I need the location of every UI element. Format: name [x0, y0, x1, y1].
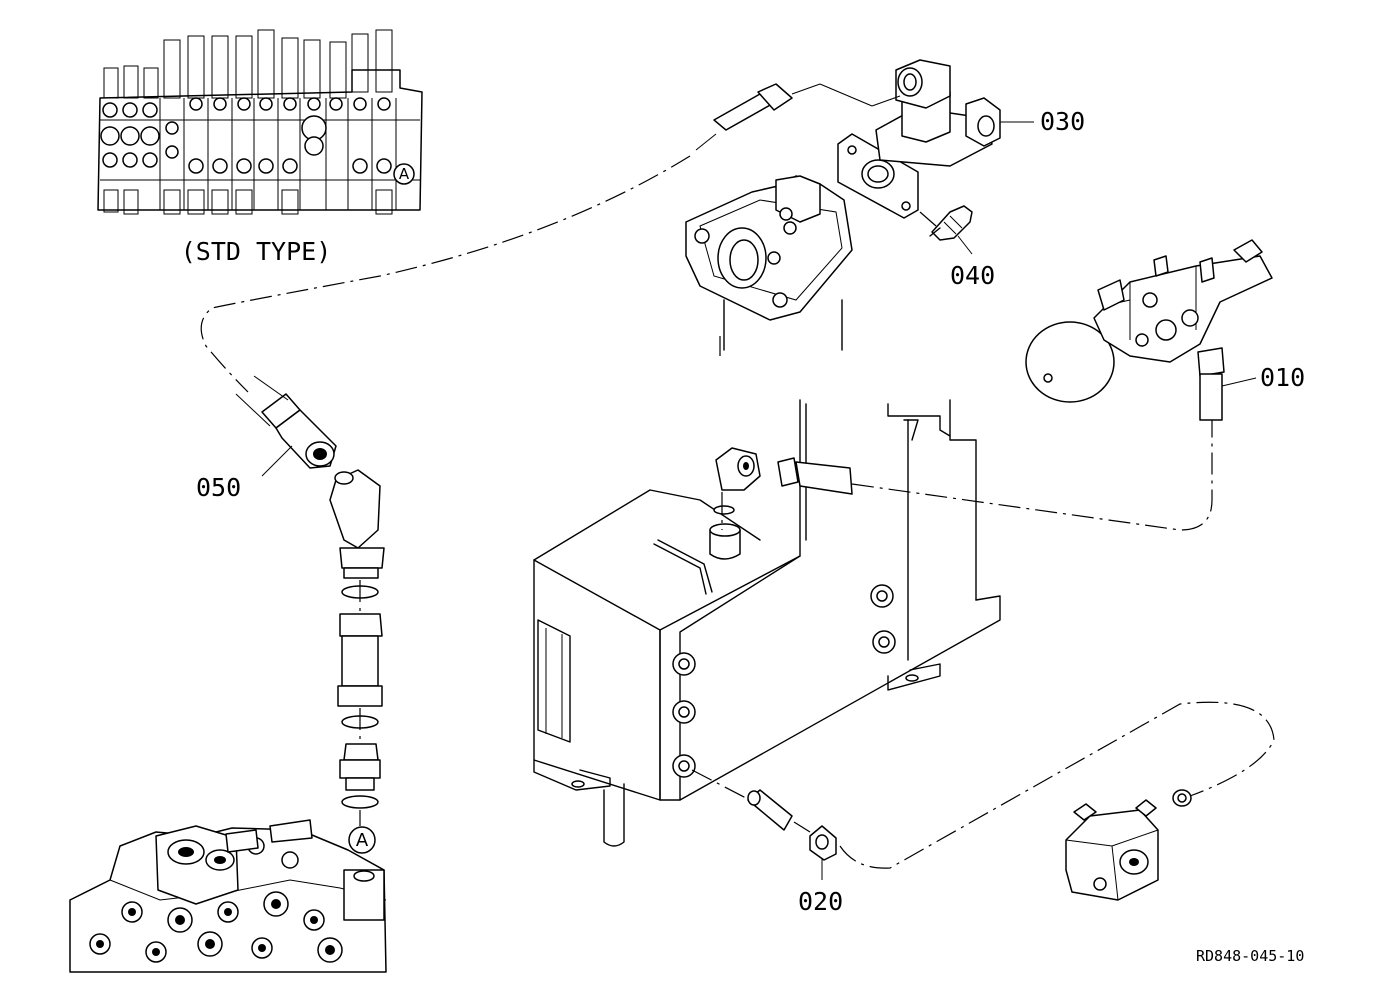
- tank-return-elbow: [715, 447, 853, 495]
- return-filter: [685, 175, 853, 321]
- hose-lines: [200, 83, 1275, 869]
- part-040-fitting: [929, 205, 973, 241]
- hydraulic-tank: [533, 299, 1001, 847]
- leader-lines: [261, 121, 1257, 880]
- control-valve-bottom: [69, 819, 387, 973]
- callout-040: 040: [950, 261, 995, 290]
- control-valve-inset: A (STD TYPE): [97, 29, 423, 266]
- callout-030: 030: [1040, 107, 1085, 136]
- part-050-hose-assembly: A: [235, 375, 385, 854]
- part-010-accumulator: [1025, 239, 1273, 421]
- callout-020: 020: [798, 887, 843, 916]
- marker-a: A: [348, 826, 376, 854]
- part-020-drain-fittings: [747, 789, 837, 861]
- callout-010: 010: [1260, 363, 1305, 392]
- inset-caption: (STD TYPE): [181, 237, 332, 266]
- drawing-code: RD848-045-10: [1196, 947, 1304, 965]
- marker-a-inset: A: [393, 163, 415, 185]
- svg-text:A: A: [356, 830, 369, 851]
- part-030-elbow-block: [837, 59, 1001, 219]
- svg-text:A: A: [399, 165, 410, 183]
- callout-050: 050: [196, 473, 241, 502]
- pilot-valve-block: [1065, 789, 1192, 901]
